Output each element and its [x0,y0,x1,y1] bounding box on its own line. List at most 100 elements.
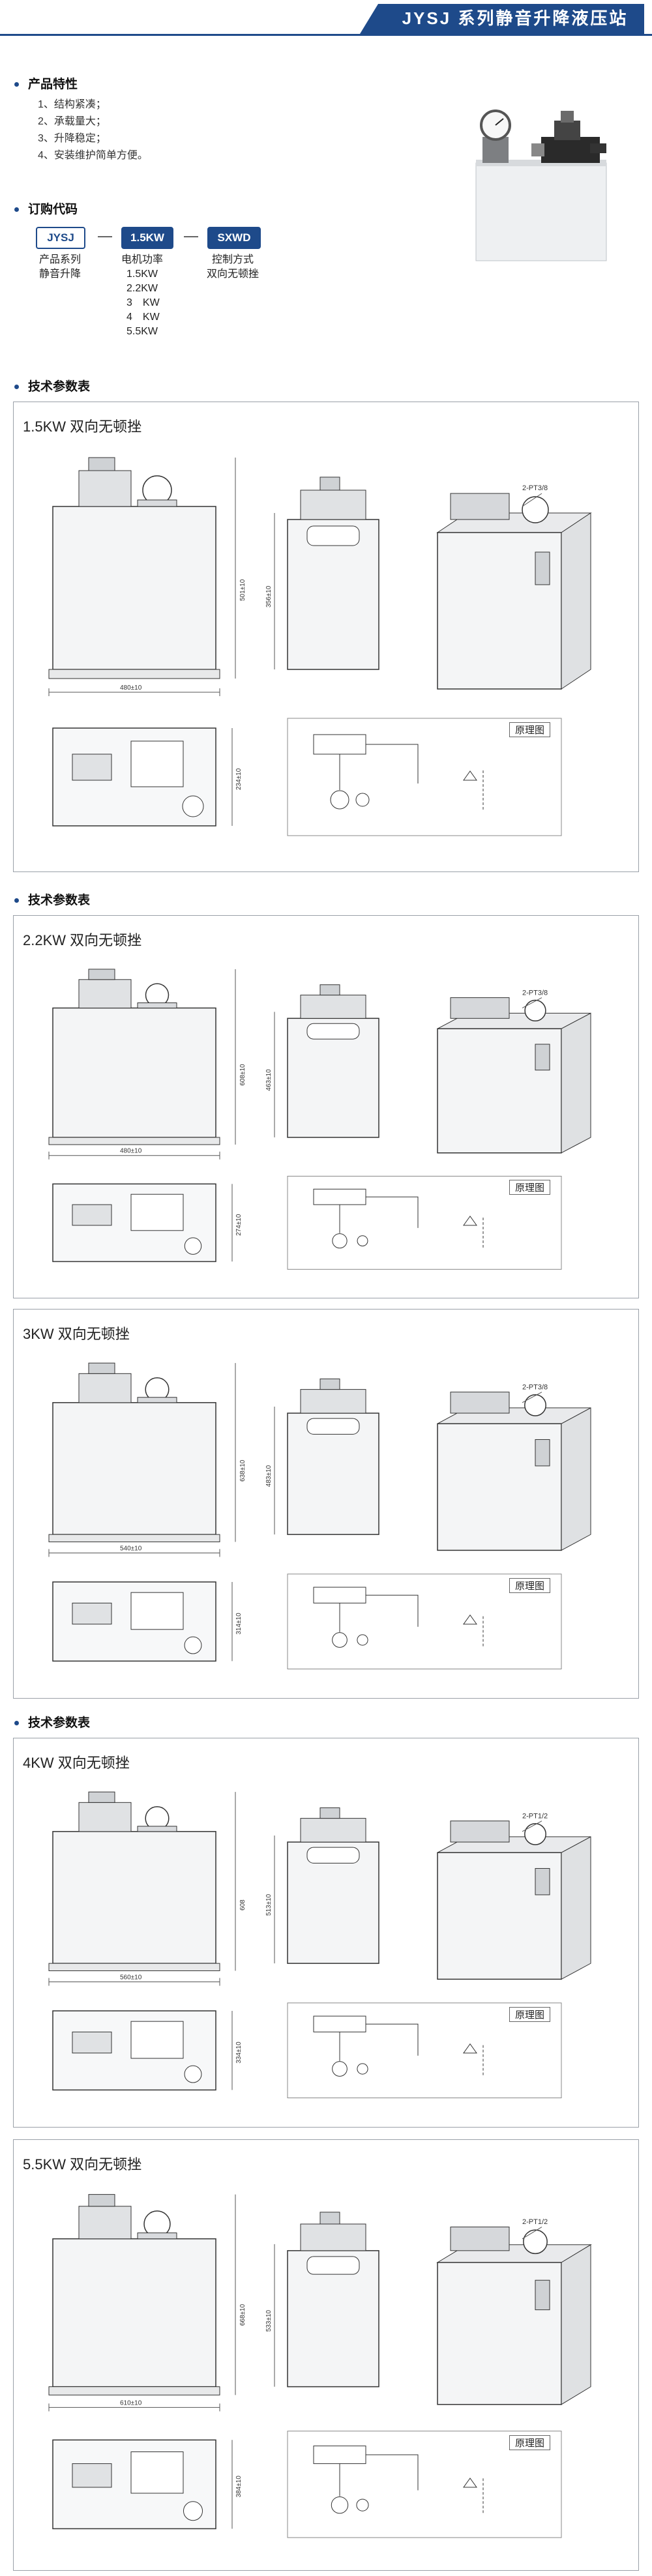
side-view-valve [300,995,366,1019]
schematic-label: 原理图 [509,1180,551,1195]
dimension-label: 314±10 [235,1613,243,1635]
valve-block [78,1373,132,1403]
schematic-valve [313,1587,366,1603]
panel-title: 4KW 双向无顿挫 [23,1755,130,1771]
plan-view-gauge-icon [184,1636,202,1654]
panel-title: 2.2KW 双向无顿挫 [23,932,142,948]
front-view-tank [52,1007,216,1138]
schematic-valve [313,734,366,755]
side-view-cap [319,2212,340,2225]
tech-heading: 技术参数表 [14,377,90,394]
tech-heading: 技术参数表 [14,1713,90,1731]
schematic-pipe [366,1594,419,1627]
code-series: JYSJ [36,227,85,249]
plan-view-gauge-icon [184,2065,202,2083]
dimension-label: 480±10 [120,684,142,692]
iso-gauge-icon [524,1822,546,1845]
tech-heading: 技术参数表 [14,890,90,908]
schematic-motor-icon [357,2063,368,2075]
plan-view-cover [130,1193,184,1231]
port-label: 2-PT1/2 [522,1813,548,1821]
code-separator: — [98,227,112,244]
valve-block [78,979,132,1008]
valve-block [78,470,132,507]
port-label: 2-PT3/8 [522,484,548,492]
page-title: JYSJ 系列静音升降液压站 [402,8,629,28]
front-view-tank [52,1402,216,1535]
schematic-pipe [366,1196,419,1228]
schematic-arrow-icon [463,1216,477,1226]
valve-cap [88,1362,115,1374]
iso-side [561,2244,591,2405]
side-view-valve [300,1389,366,1414]
iso-window [535,1439,550,1467]
front-view-base [48,2386,220,2395]
motor-flange [137,2232,177,2240]
iso-valve [450,1821,510,1843]
dimension-label: 463±10 [265,1069,273,1091]
valve-cap [88,2194,115,2207]
front-view-base [48,1137,220,1145]
iso-window [535,1867,550,1895]
feature-item: 1、结构紧凑； [38,99,106,110]
schematic-pump-icon [331,2496,349,2514]
dimension-label: 480±10 [120,1148,142,1155]
side-view-window [306,525,360,546]
side-view-valve [300,1818,366,1843]
valve-block [78,1802,132,1832]
iso-valve [450,493,510,520]
side-view-window [306,1418,360,1435]
side-view-cap [319,1807,340,1819]
dimension-label: 533±10 [265,2309,273,2332]
schematic-valve [313,2015,366,2032]
code-separator: — [184,227,198,244]
panel-title: 1.5KW 双向无顿挫 [23,418,142,435]
schematic-pipe [366,2023,419,2056]
iso-valve [450,997,510,1019]
schematic-label: 原理图 [509,1577,551,1593]
front-view-base [48,1963,220,1971]
schematic-label: 原理图 [509,722,551,737]
front-view-base [48,1534,220,1542]
schematic-arrow-icon [463,770,477,781]
iso-side [561,1407,591,1551]
schematic-valve [313,2445,366,2465]
dimension-label: 610±10 [120,2399,142,2407]
leader-line [522,1821,542,1832]
side-view-window [306,2256,360,2275]
dimension-label: 540±10 [120,1545,142,1552]
iso-window [535,551,550,585]
feature-item: 2、承载量大； [38,116,106,127]
iso-side [561,1012,591,1154]
dimension-label: 334±10 [235,2042,243,2064]
code-label-control: 控制方式双向无顿挫 [206,254,259,280]
iso-gauge-icon [522,496,549,523]
dimension-label: 608±10 [239,1064,246,1086]
code-control: SXWD [207,227,261,249]
port-label: 2-PT3/8 [522,1384,548,1392]
plan-view-cover [130,740,184,787]
leader-line [522,493,542,507]
header-banner [360,4,644,34]
plan-view-cover [130,2451,184,2494]
dimension-label: 384±10 [235,2476,243,2498]
schematic-pump-icon [332,2061,348,2077]
schematic-pump-icon [332,1632,348,1648]
bullet-icon [14,82,19,87]
dimension-label: 668±10 [239,2304,246,2326]
schematic-motor-icon [356,2498,369,2511]
motor-flange [137,1826,177,1832]
front-view-base [48,669,220,679]
bullet-icon [14,385,19,390]
schematic-pipe [366,2454,419,2491]
valve-cap [88,969,115,980]
dimension-label: 638±10 [239,1459,246,1482]
panel-title: 3KW 双向无顿挫 [23,1326,130,1342]
code-power: 1.5KW [121,227,173,249]
front-view-tank [52,506,216,670]
valve-block [78,2206,132,2240]
